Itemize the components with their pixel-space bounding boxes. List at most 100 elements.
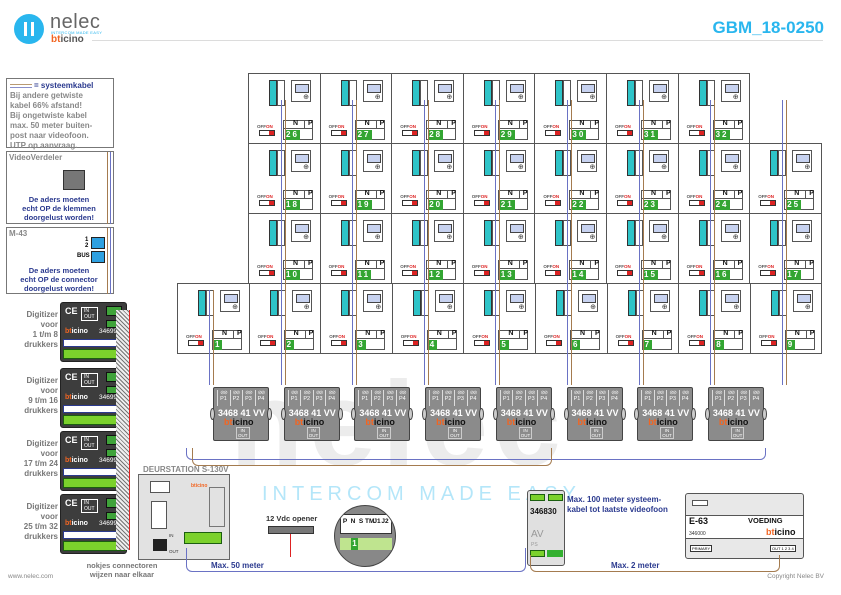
apartment-number: 12 [428, 270, 444, 280]
connector-note: nokjes connectoren wijzen naar elkaar [82, 561, 162, 579]
apartment-number: 3 [357, 340, 366, 350]
distributor-model: 3468 41 VV [500, 408, 548, 418]
mount-ear-icon [492, 408, 498, 420]
cable-run-bottom-right [530, 555, 780, 572]
termination-switch[interactable] [473, 270, 490, 276]
termination-switch[interactable] [760, 340, 777, 346]
header-n: N [794, 260, 800, 267]
termination-switch[interactable] [402, 340, 419, 346]
legend-cable-note: UTP op aanvraag. [10, 141, 78, 150]
bus-connector-icon [698, 220, 707, 246]
brand-tagline: INTERCOM MADE EASY [51, 30, 103, 35]
switch-label: OFFON [400, 194, 416, 199]
distributor-port: ⊘⊘P4 [537, 390, 549, 406]
termination-switch[interactable] [331, 340, 348, 346]
termination-switch[interactable] [688, 270, 705, 276]
legend-m43-box: M-43 1 2 BUS De aders moeten echt OP de … [6, 227, 114, 294]
switch-label: OFFON [543, 264, 560, 269]
termination-switch[interactable] [617, 200, 633, 206]
termination-switch[interactable] [259, 200, 275, 206]
header-p: P [733, 190, 742, 198]
bus-connector-icon [555, 80, 564, 106]
bus-connector-icon [555, 150, 564, 176]
apartment-number: 18 [285, 200, 300, 210]
termination-switch[interactable] [330, 200, 347, 206]
termination-switch[interactable] [688, 130, 705, 136]
termination-switch[interactable] [473, 130, 490, 136]
termination-switch[interactable] [545, 130, 562, 136]
termination-switch[interactable] [760, 200, 777, 206]
switch-label: OFFON [758, 264, 774, 269]
video-monitor-icon [505, 220, 526, 242]
header-n: N [507, 120, 513, 127]
termination-switch[interactable] [617, 130, 633, 136]
termination-switch[interactable] [545, 270, 562, 276]
riser-wire-blue [495, 100, 497, 385]
switch-label: OFFON [687, 334, 703, 339]
bus-connector-icon [341, 290, 350, 316]
termination-switch[interactable] [259, 130, 275, 136]
termination-switch[interactable] [188, 340, 204, 346]
bus-connector-icon [770, 220, 779, 246]
apartment-number: 15 [643, 270, 658, 280]
termination-switch[interactable] [689, 340, 706, 346]
termination-switch[interactable] [546, 340, 562, 346]
note-line: De aders moeten [28, 266, 90, 275]
door-station-connector-icon [153, 539, 167, 551]
bus-connector-icon [269, 80, 277, 106]
mount-ear-icon [280, 408, 286, 420]
apartment-number: 2 [285, 340, 295, 350]
termination-switch[interactable] [688, 200, 705, 206]
termination-switch[interactable] [259, 340, 276, 346]
termination-switch[interactable] [473, 200, 490, 206]
termination-switch[interactable] [259, 270, 275, 276]
switch-label: OFFON [615, 264, 631, 269]
header-p: P [519, 330, 528, 338]
termination-switch[interactable] [402, 200, 419, 206]
termination-switch[interactable] [545, 200, 562, 206]
legend-cable-note: post naar videofoon. [10, 131, 89, 140]
termination-switch[interactable] [402, 270, 419, 276]
termination-switch[interactable] [402, 130, 419, 136]
distributor-port: ⊘⊘P3 [595, 390, 608, 406]
header-n: N [293, 260, 299, 267]
video-monitor-icon [291, 290, 312, 312]
apartment-number: 22 [571, 200, 587, 210]
header-p: P [375, 120, 384, 128]
watermark-tagline: INTERCOM MADE EASY [262, 483, 581, 505]
wire-brown [107, 152, 108, 224]
video-monitor-icon [220, 290, 240, 312]
header-p: P [662, 260, 671, 268]
termination-switch[interactable] [617, 340, 634, 346]
bus-connector-icon [198, 290, 206, 316]
header-p: P [734, 330, 743, 338]
header-p: P [590, 260, 599, 268]
apartment-number: 8 [715, 340, 724, 350]
header-p: P [304, 190, 313, 198]
opener-label: 12 Vdc opener [266, 514, 318, 523]
termination-switch[interactable] [474, 340, 491, 346]
termination-switch[interactable] [617, 270, 633, 276]
mount-ear-icon [267, 408, 272, 420]
note-line: doorgelust worden! [24, 213, 94, 222]
termination-switch[interactable] [760, 270, 777, 276]
digitizer-brand: bticino [65, 520, 88, 527]
video-monitor-icon [649, 150, 669, 172]
trunk-wire [192, 448, 552, 466]
header-p: P [591, 330, 600, 338]
termination-switch[interactable] [330, 130, 347, 136]
wire-blue [110, 228, 111, 294]
termination-switch[interactable] [330, 270, 347, 276]
